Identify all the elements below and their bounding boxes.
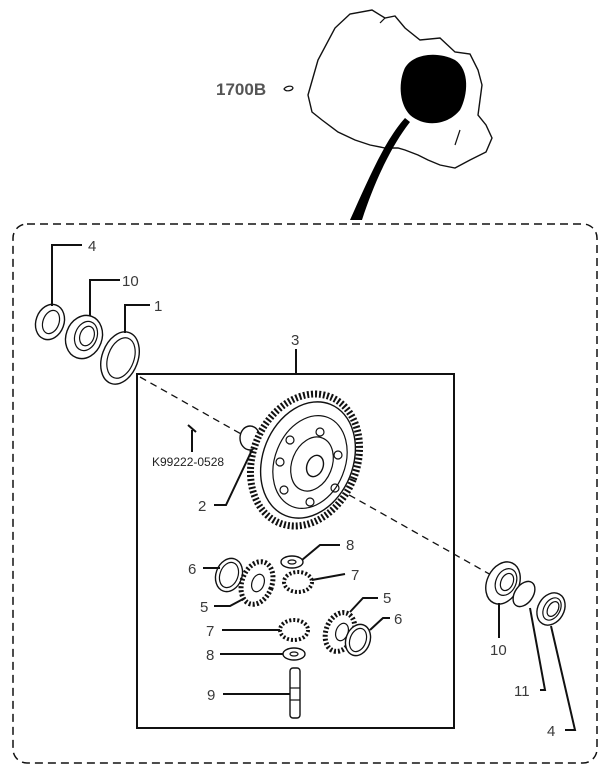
label-2: 2 (198, 498, 206, 515)
leader-8-upper (301, 544, 340, 561)
leader-1 (124, 304, 150, 333)
label-3: 3 (291, 332, 299, 349)
housing-opening (400, 54, 467, 124)
tool-pin (187, 424, 197, 452)
label-5-left: 5 (200, 599, 208, 616)
label-1: 1 (154, 298, 162, 315)
washer-lower-hole (289, 651, 299, 657)
differential-ring-gear (239, 390, 364, 530)
leader-4-left (51, 244, 82, 306)
reference-arrow-icon (283, 85, 294, 92)
outer-dashed-boundary (12, 223, 598, 764)
tool-callout-label: K99222-0528 (152, 455, 224, 469)
side-gear-left (238, 559, 276, 607)
pinion-upper (282, 570, 314, 594)
pinion-shaft (289, 667, 301, 719)
leader-10-left (89, 279, 120, 316)
leader-2 (214, 449, 253, 506)
connector-arrow (350, 118, 410, 220)
label-9: 9 (207, 687, 215, 704)
leader-5-left (214, 597, 246, 607)
oil-seal-left (34, 303, 66, 341)
leader-4-right (550, 625, 577, 731)
bearing-left (64, 314, 104, 360)
label-8-lower: 8 (206, 647, 214, 664)
thrust-washer-right-inner (348, 627, 368, 653)
label-6-right: 6 (394, 611, 402, 628)
washer-upper (280, 555, 304, 569)
leader-5-right (349, 597, 378, 613)
label-4-right: 4 (547, 723, 555, 740)
label-6-left: 6 (188, 561, 196, 578)
label-8-upper: 8 (346, 537, 354, 554)
ring-left (100, 331, 140, 385)
oil-seal-right (536, 592, 566, 626)
washer-upper-hole (287, 559, 297, 565)
snap-ring (512, 580, 536, 608)
transaxle-housing (307, 9, 493, 220)
label-5-right: 5 (383, 590, 391, 607)
label-4-left: 4 (88, 238, 96, 255)
label-7-upper: 7 (351, 567, 359, 584)
leader-11 (529, 607, 547, 691)
washer-lower (282, 647, 306, 661)
leader-7-upper (311, 573, 346, 581)
thrust-washer-left-inner (218, 561, 240, 589)
label-10-left: 10 (122, 273, 139, 290)
label-7-lower: 7 (206, 623, 214, 640)
leader-6-right (369, 617, 390, 631)
label-11: 11 (514, 683, 530, 700)
side-gear-left-hub (250, 573, 266, 593)
pinion-lower (278, 618, 310, 642)
label-10-right: 10 (490, 642, 507, 659)
thrust-washer-right (344, 623, 372, 657)
assembly-reference-label: 1700B (216, 80, 266, 99)
